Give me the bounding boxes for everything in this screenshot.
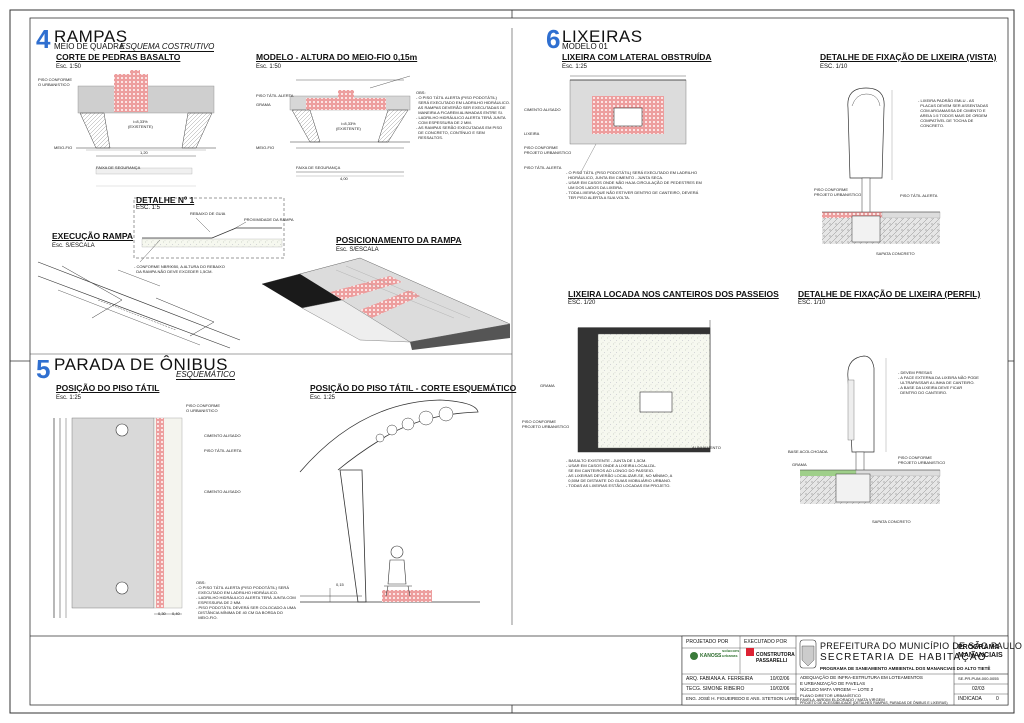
label-inclinacao: i=8,33% (EXISTENTE) [128,119,153,129]
tb-tecg-date: 10/02/06 [770,686,790,692]
notes-lixeira-lateral: - O PISO TÁTIL (PISO PODOTÁTIL) SERÁ EXE… [566,170,702,200]
tb-projetado-por: PROJETADO POR [686,639,729,645]
section-title-lixeiras: LIXEIRAS [562,27,643,46]
detail-scale-posicao-piso: Esc. 1:25 [56,395,82,401]
label-projeto-urbanistico: PISO CONFORME PROJETO URBANISTICO [524,145,572,155]
detail-scale-execucao: Esc. S/ESCALA [52,243,95,249]
tb-executado-por: EXECUTADO POR [744,639,787,645]
detail-title-detalhe1: DETALHE Nº 1 [136,195,195,205]
label-grama-3: GRAMA [792,462,807,467]
notes-vista: - LIXEIRA PADRÃO EMLU - AS PLACAS DEVEM … [918,98,989,128]
section-italic-rampas: ESQUEMA COSTRUTIVO [120,42,215,52]
detail-scale-fixacao-vista: ESC. 1/10 [820,64,848,70]
label-dim-120: 1,20 [140,150,148,155]
notes-parada: OBS: - O PISO TÁTIL ALERTA (PISO PODOTÁT… [196,580,296,620]
notes-modelo: OBS: - O PISO TÁTIL ALERTA (PISO PODOTÁT… [416,90,510,140]
label-projeto-urbanistico-3: PISO CONFORME PROJETO URBANISTICO [522,419,570,429]
tb-prefeitura: PREFEITURA DO MUNICÍPIO DE SÃO PAULO [820,641,1023,651]
label-faixa-seguranca: FAIXA DE SEGURANÇA [96,165,141,170]
section-number-6: 6 [546,24,561,54]
detail-scale-modelo: Esc. 1:50 [256,64,282,70]
detail-scale-lixeira-canteiro: ESC. 1/20 [568,300,596,306]
detail-scale-lixeira-lateral: Esc. 1:25 [562,64,588,70]
detail-title-modelo: MODELO - ALTURA DO MEIO-FIO 0,15m [256,52,418,62]
tb-codigo: SE-PR-PUM-000-0055 [958,676,999,681]
section-subtitle-rampas: MEIO DE QUADRA [54,42,125,51]
label-sapata: SAPATA CONCRETO [876,251,915,256]
label-grama-2: GRAMA [540,383,555,388]
section-italic-parada: ESQUEMÁTICO [176,370,236,380]
tb-obra3: NÚCLEO MATA VIRGEM — LOTE 2 [800,687,874,692]
detail-scale-corte: Esc. 1:50 [56,64,82,70]
label-piso-conforme: PISO CONFORME O URBANISTICO [38,77,73,87]
section-number-4: 4 [36,24,51,54]
label-piso-tatil-parada: PISO TÁTIL ALERTA [204,448,242,453]
tb-firm-left: KANOSS [700,653,722,659]
label-base: BASE ACOLCHOADA [788,449,828,454]
notes-canteiro: - BASALTO EXISTENTE - JUNTA DE 1,5CM. - … [566,458,673,488]
detail-scale-posicionamento: Esc. S/ESCALA [336,247,379,253]
detail-title-fixacao-vista: DETALHE DE FIXAÇÃO DE LIXEIRA (VISTA) [820,52,997,62]
label-grama: GRAMA [256,102,271,107]
label-inclinacao-2: i=8,33% (EXISTENTE) [336,121,361,131]
label-cimento-alisado-3: CIMENTO ALISADO [524,107,561,112]
label-piso-tatil-alerta: PISO TÁTIL ALERTA [256,93,294,98]
tb-obra1: ADEQUAÇÃO DE INFRA-ESTRUTURA EM LOTEAMEN… [800,675,923,680]
label-meio-fio-2: MEIO-FIO [256,145,275,150]
tb-obra2: E URBANIZAÇÃO DE FAVELAS [800,681,866,686]
detail-scale-detalhe1: ESC. 1:5 [136,205,161,211]
detail-title-lixeira-canteiro: LIXEIRA LOCADA NOS CANTEIROS DOS PASSEIO… [568,289,779,299]
label-dim-015: 0,15 [336,582,344,587]
tb-escala: INDICADA [958,696,982,702]
detail-title-posicionamento: POSICIONAMENTO DA RAMPA [336,235,462,245]
detail-title-lixeira-lateral: LIXEIRA COM LATERAL OBSTRUÍDA [562,52,712,62]
tb-programa-text: PROGRAMA DE SANEAMENTO AMBIENTAL DOS MAN… [820,666,991,671]
label-piso-tatil-vista: PISO TÁTIL ALERTA [900,193,938,198]
tb-firm-mid: solucoes urbanas [722,648,740,658]
label-projeto-urbanistico-4: PISO CONFORME PROJETO URBANISTICO [898,455,946,465]
label-rebaixo: REBAIXO DE GUIA [190,211,226,216]
detail-scale-posicao-corte: Esc. 1:25 [310,395,336,401]
tb-secretaria: SECRETARIA DE HABITAÇÃO [820,652,987,663]
tb-arq-date: 10/02/06 [770,676,790,682]
tb-arq: ARQ. FABIANA A. FERREIRA [686,676,753,682]
detail-title-fixacao-perfil: DETALHE DE FIXAÇÃO DE LIXEIRA (PERFIL) [798,289,981,299]
label-piso-tatil-lixeira: PISO TÁTIL ALERTA [524,165,562,170]
tb-projeto: PROJETO DE ACESSIBILIDADE (DETALHES RAMP… [800,701,948,705]
section-number-5: 5 [36,354,51,384]
section-title-rampas: RAMPAS [54,27,128,46]
tb-tecg: TECG. SIMONE RIBEIRO [686,686,745,692]
tb-programa-badge: PROGRAMA MANANCIAIS [958,644,1003,659]
label-dim-040: 0,40 [172,611,180,616]
label-sapata-2: SAPATA CONCRETO [872,519,911,524]
section-title-parada: PARADA DE ÔNIBUS [54,355,228,374]
notes-perfil: - DEVEM PRESAS - A FACE EXTERNA DA LIXEI… [898,370,979,395]
tb-folha: 02/03 [972,686,985,692]
detail-title-posicao-corte: POSIÇÃO DO PISO TÁTIL - CORTE ESQUEMÁTIC… [310,383,517,393]
tb-plano: PLANO DIRETOR URBANÍSTICO [800,693,862,698]
label-dim-030: 0,30 [158,611,166,616]
detail-scale-fixacao-perfil: ESC. 1/10 [798,300,826,306]
label-faixa-seguranca-2: FAIXA DE SEGURANÇA [296,165,341,170]
detail-title-execucao: EXECUÇÃO RAMPA [52,231,134,241]
tb-eng: ENG. JOSÉ H. FIGUEIREDO E ANS. STETSON L… [686,696,800,701]
label-meio-fio: MEIO-FIO [54,145,73,150]
tb-favela: FAVELA JARDIM ELDORADO / MATA VIRGEM [800,697,885,702]
label-projeto-urbanistico-2: PISO CONFORME PROJETO URBANISTICO [814,187,862,197]
tb-rev: 0 [996,696,999,702]
detail-title-corte: CORTE DE PEDRAS BASALTO [56,52,181,62]
label-alinhamento: ALINHAMENTO [692,445,721,450]
notes-detalhe1: - CONFORME NBR9050, A ALTURA DO REBAIXO … [134,264,225,274]
tb-firm-right: CONSTRUTORA PASSARELLI [756,652,795,664]
label-proximidade: PROXIMIDADE DA RAMPA [244,217,294,222]
label-cimento-alisado-2: CIMENTO ALISADO [204,489,241,494]
label-piso-conforme-3: PISO CONFORME O URBANISTICO [186,403,221,413]
label-lixeira: LIXEIRA [524,131,540,136]
label-dim-400: 4,00 [340,176,348,181]
section-subtitle-lixeiras: MODELO 01 [562,42,608,51]
label-cimento-alisado: CIMENTO ALISADO [204,433,241,438]
detail-title-posicao-piso: POSIÇÃO DO PISO TÁTIL [56,383,160,393]
